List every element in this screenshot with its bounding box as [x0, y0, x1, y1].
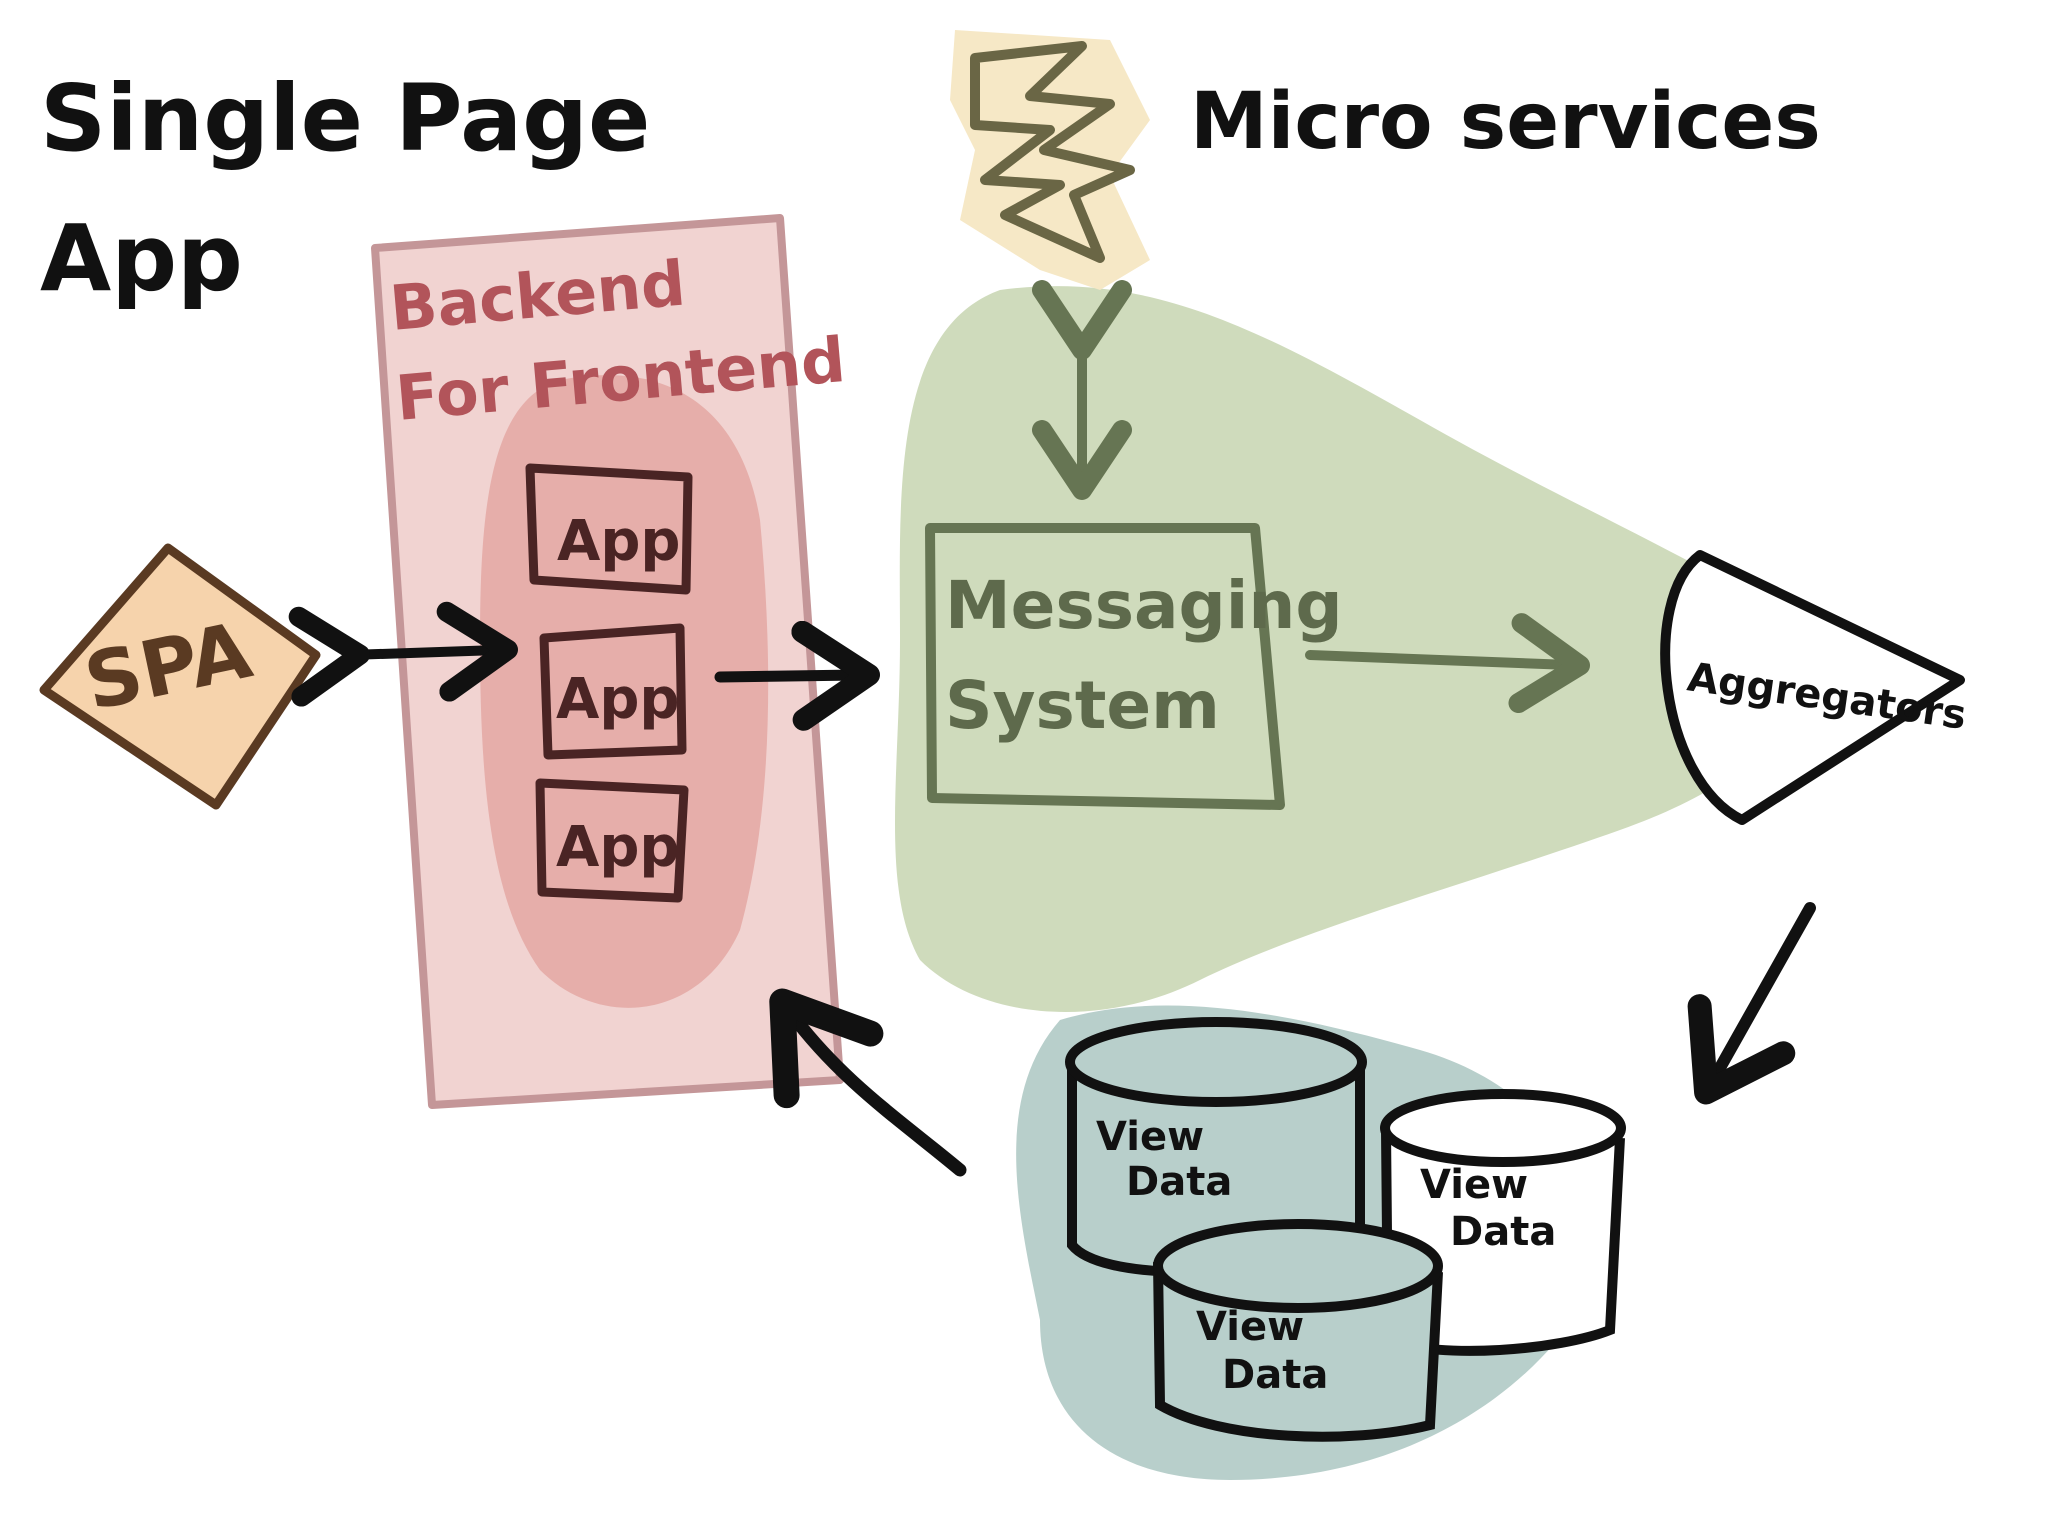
arrow-bff-to-messaging — [714, 620, 880, 731]
bff-app-3-box — [535, 778, 689, 903]
diagram-title: Single Page App — [40, 65, 650, 312]
bff-app-1-label: App — [557, 509, 681, 574]
spa-diamond — [39, 543, 321, 810]
microservices-label: Micro services — [1190, 77, 1821, 167]
bff-app-2-box — [539, 623, 687, 760]
view-data-3-line-1: View — [1196, 1304, 1304, 1350]
title-line-1: Single Page — [40, 65, 650, 172]
view-data-store-1: View Data — [1065, 1017, 1367, 1277]
messaging-system: Messaging System — [925, 523, 1343, 810]
lightning-icon — [970, 41, 1135, 263]
bff-app-3-label: App — [556, 815, 680, 880]
bff-app-2: App — [539, 623, 687, 760]
messaging-label-line-2: System — [945, 667, 1220, 744]
view-data-3-top — [1153, 1219, 1443, 1313]
arrow-aggregators-to-view-data — [1687, 902, 1816, 1105]
view-data-1-line-2: Data — [1126, 1159, 1232, 1205]
bff-app-1-box — [525, 463, 693, 595]
view-data-2-top — [1380, 1089, 1626, 1167]
view-data-1-top — [1065, 1017, 1367, 1107]
aggregators-cone — [1660, 550, 1965, 825]
microservices-node: Micro services — [950, 30, 1821, 290]
aggregators-node: Aggregators — [1660, 550, 1969, 825]
messaging-system-box — [925, 523, 1285, 810]
view-data-1-line-1: View — [1096, 1114, 1204, 1160]
messaging-cloud — [895, 286, 1795, 1013]
arrow-messaging-to-aggregators — [1305, 613, 1590, 714]
arrow-spa-to-bff — [288, 601, 518, 707]
bff-app-3: App — [535, 778, 689, 903]
view-data-3-line-2: Data — [1222, 1352, 1328, 1398]
bff-inner-blob — [480, 375, 769, 1008]
bff-app-1: App — [525, 463, 693, 595]
bff-app-2-label: App — [556, 667, 680, 732]
view-data-2-line-1: View — [1420, 1162, 1528, 1208]
bff-panel: Backend For Frontend App App App — [371, 214, 848, 1109]
messaging-label-line-1: Messaging — [945, 567, 1343, 644]
title-line-2: App — [40, 205, 243, 312]
view-data-store-3: View Data — [1153, 1219, 1443, 1442]
spa-node: SPA — [39, 543, 321, 810]
view-data-2-line-2: Data — [1450, 1209, 1556, 1255]
arrow-view-data-to-bff — [769, 988, 967, 1177]
